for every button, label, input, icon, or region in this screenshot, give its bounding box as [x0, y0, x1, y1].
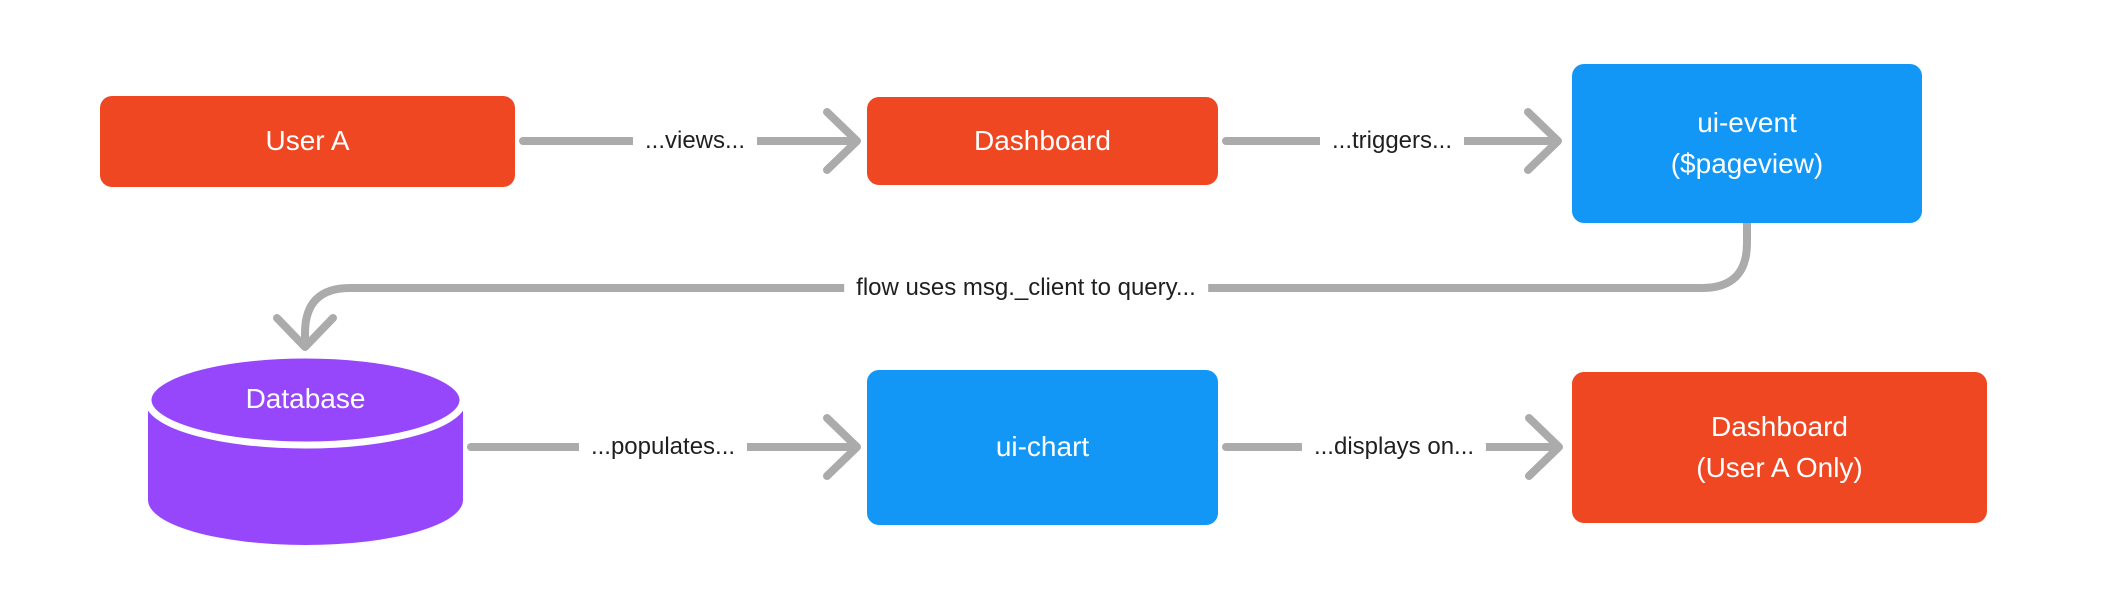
edge-label-query: flow uses msg._client to query... — [844, 272, 1208, 304]
edge-label-views: ...views... — [632, 125, 758, 157]
node-ui-chart-label: ui-chart — [995, 431, 1090, 463]
node-user-a-label: User A — [265, 125, 350, 157]
edge-label-displays: ...displays on... — [1301, 431, 1487, 463]
node-dashboard-user-a[interactable]: Dashboard (User A Only) — [1572, 372, 1987, 523]
node-dashboard[interactable]: Dashboard — [867, 97, 1218, 185]
node-user-a[interactable]: User A — [100, 96, 515, 187]
database-cylinder-icon — [148, 355, 463, 545]
node-database-label: Database — [245, 383, 366, 414]
edge-query-arrowhead-icon — [273, 314, 337, 351]
node-ui-event[interactable]: ui-event ($pageview) — [1572, 64, 1922, 223]
edge-populates-arrowhead-icon — [823, 414, 861, 480]
node-dashboard-user-a-sublabel: (User A Only) — [1696, 451, 1863, 483]
node-ui-event-label: ui-event — [1697, 106, 1797, 138]
edge-displays-arrowhead-icon — [1525, 414, 1563, 480]
node-database[interactable]: Database — [148, 355, 463, 551]
edge-label-triggers: ...triggers... — [1319, 125, 1465, 157]
node-dashboard-user-a-label: Dashboard — [1711, 410, 1848, 442]
edge-label-populates: ...populates... — [578, 431, 748, 463]
node-ui-event-sublabel: ($pageview) — [1670, 147, 1824, 179]
node-ui-chart[interactable]: ui-chart — [867, 370, 1218, 525]
edge-triggers-arrowhead-icon — [1524, 108, 1562, 174]
edge-views-arrowhead-icon — [823, 108, 861, 174]
node-dashboard-label: Dashboard — [974, 124, 1111, 156]
